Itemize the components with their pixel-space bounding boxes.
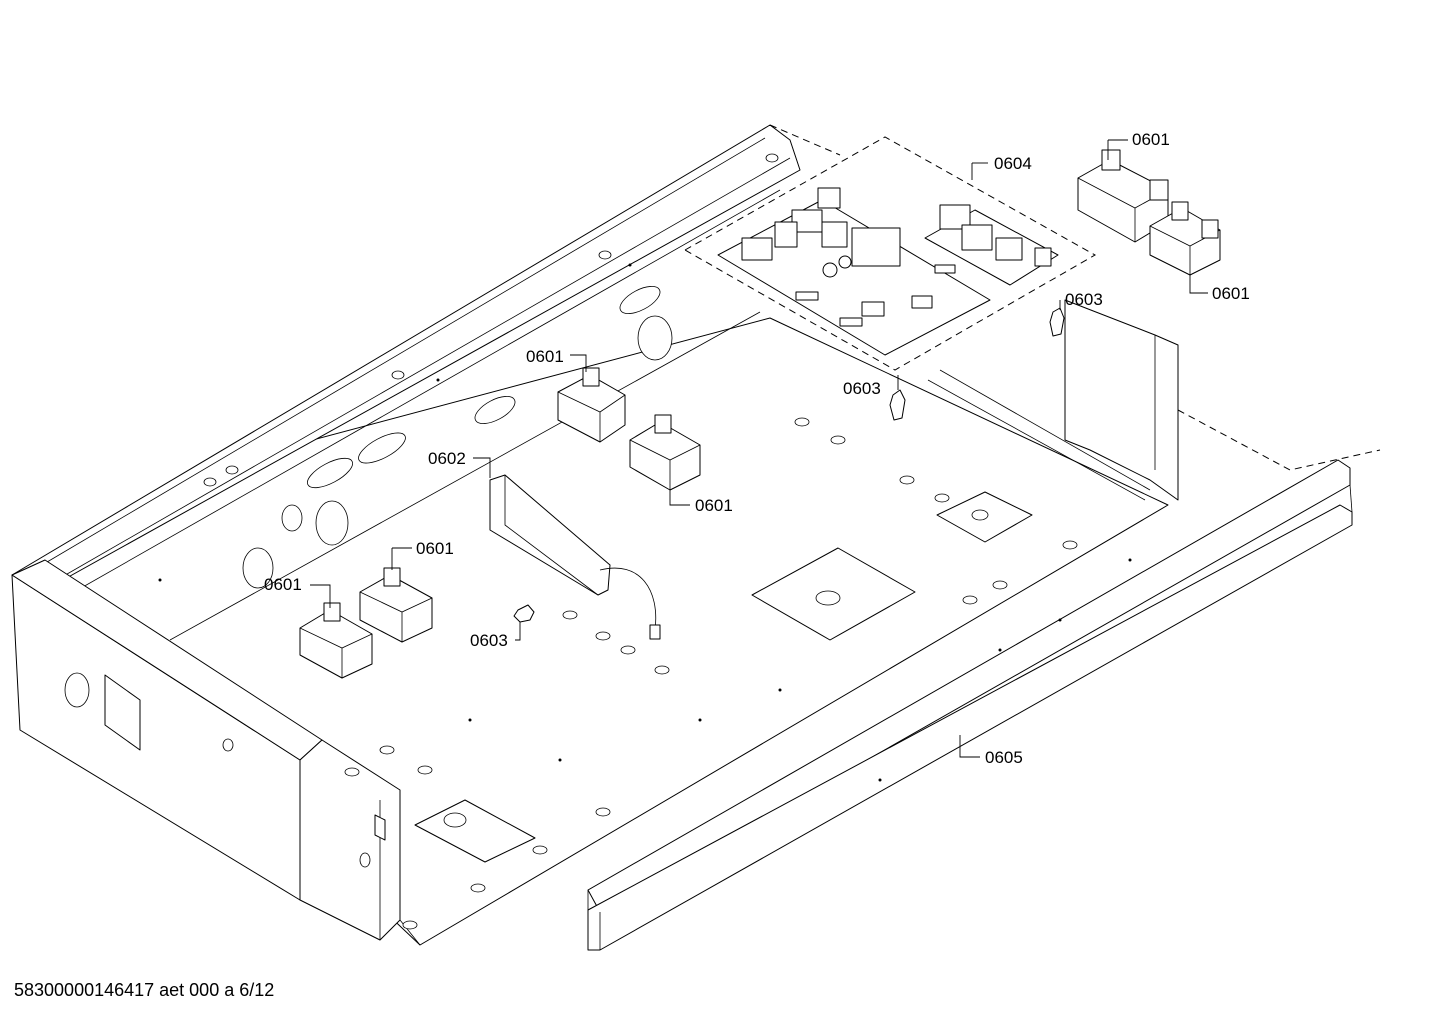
connector-0603-left xyxy=(513,604,535,623)
relay-block-top-right-2 xyxy=(1149,201,1221,276)
callout-labels: 0601 0604 0601 0603 0601 0603 0602 0601 … xyxy=(264,130,1250,767)
callout-0603-left: 0603 xyxy=(470,631,508,650)
callout-0601-left-bottom: 0601 xyxy=(264,575,302,594)
floor-details xyxy=(344,417,1286,930)
relay-block-left-2 xyxy=(299,602,373,679)
relay-block-left-1 xyxy=(359,567,433,643)
callout-0601-center-bottom: 0601 xyxy=(695,496,733,515)
rear-wall-openings xyxy=(203,153,779,589)
connector-0603-right xyxy=(1049,307,1065,337)
callout-0601-top-right: 0601 xyxy=(1132,130,1170,149)
callout-0603-center: 0603 xyxy=(843,379,881,398)
control-board-assembly xyxy=(683,136,1097,371)
connector-0603-center xyxy=(889,389,906,421)
callout-0602: 0602 xyxy=(428,449,466,468)
fastener-dots xyxy=(158,263,1132,782)
callout-0605: 0605 xyxy=(985,748,1023,767)
callout-0601-center-top: 0601 xyxy=(526,347,564,366)
side-wall-details xyxy=(64,672,386,868)
callout-0603-right: 0603 xyxy=(1065,290,1103,309)
relay-block-center-1 xyxy=(557,367,626,443)
callout-0604: 0604 xyxy=(994,154,1032,173)
document-id: 58300000146417 aet 000 a 6/12 xyxy=(14,980,275,1000)
leader-lines xyxy=(310,139,1208,758)
circuit-board-0602 xyxy=(489,474,661,640)
callout-0601-right: 0601 xyxy=(1212,284,1250,303)
relay-block-center-2 xyxy=(629,414,701,491)
callout-0601-left-top: 0601 xyxy=(416,539,454,558)
front-rail-0605 xyxy=(587,459,1353,951)
